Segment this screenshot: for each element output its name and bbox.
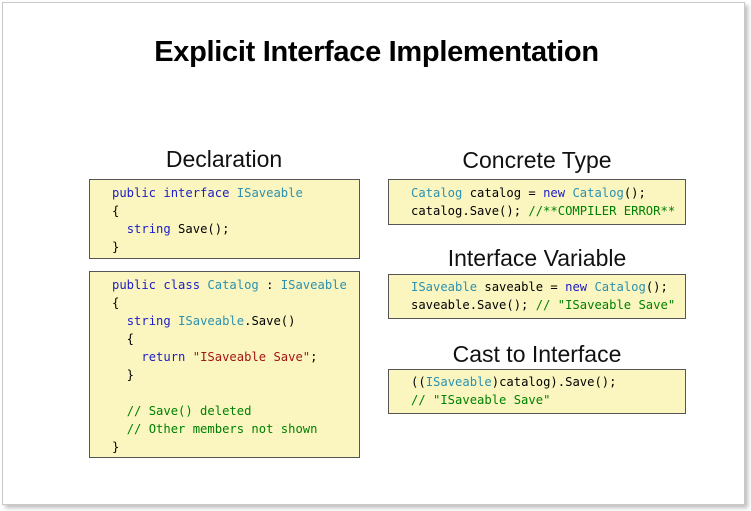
code-text: } [112, 440, 120, 454]
code-text [112, 386, 119, 400]
code-text [229, 186, 236, 200]
code-line: { [112, 202, 359, 220]
code-keyword: public [112, 278, 157, 292]
code-line: Catalog catalog = new Catalog(); [411, 184, 685, 202]
code-type: ISaveable [178, 314, 245, 328]
slide-title: Explicit Interface Implementation [154, 36, 599, 68]
code-string: "ISaveable Save" [192, 350, 311, 364]
code-text [112, 404, 127, 418]
code-line: saveable.Save(); // "ISaveable Save" [411, 296, 685, 314]
code-comment: // "ISaveable Save" [411, 393, 551, 407]
heading-interface-variable: Interface Variable [447, 245, 627, 271]
code-text: saveable.Save(); [411, 298, 536, 312]
code-keyword: new [543, 186, 566, 200]
code-line: return "ISaveable Save"; [112, 348, 359, 366]
code-comment: //**COMPILER ERROR** [528, 204, 676, 218]
code-type: ISaveable [236, 186, 303, 200]
code-keyword: new [565, 280, 588, 294]
heading-concrete-type: Concrete Type [462, 147, 612, 173]
code-line: } [112, 238, 359, 256]
code-comment: // Other members not shown [126, 422, 318, 436]
code-keyword: string [126, 314, 171, 328]
code-type: Catalog [572, 186, 624, 200]
code-line: } [112, 438, 359, 456]
code-text: catalog.Save(); [411, 204, 529, 218]
code-text: saveable = [477, 280, 566, 294]
code-text: Save(); [170, 222, 230, 236]
code-comment: // "ISaveable Save" [535, 298, 676, 312]
code-line: public class Catalog : ISaveable [112, 276, 359, 294]
code-line: // "ISaveable Save" [411, 391, 685, 409]
code-text [112, 350, 141, 364]
code-text: : [258, 278, 281, 292]
code-text: (); [645, 280, 668, 294]
code-text: (); [623, 186, 646, 200]
code-line: ((ISaveable)catalog).Save(); [411, 373, 685, 391]
code-line: catalog.Save(); //**COMPILER ERROR** [411, 202, 685, 220]
code-text: (( [411, 375, 426, 389]
code-line: string ISaveable.Save() [112, 312, 359, 330]
code-text: } [112, 240, 120, 254]
code-line: // Save() deleted [112, 402, 359, 420]
code-keyword: string [126, 222, 171, 236]
code-type: Catalog [411, 186, 463, 200]
code-text: )catalog).Save(); [491, 375, 617, 389]
code-line: public interface ISaveable [112, 184, 359, 202]
code-text: .Save() [244, 314, 296, 328]
code-line: { [112, 294, 359, 312]
code-line: ISaveable saveable = new Catalog(); [411, 278, 685, 296]
code-text: catalog = [462, 186, 544, 200]
code-line: string Save(); [112, 220, 359, 238]
code-line: { [112, 330, 359, 348]
code-text [185, 350, 192, 364]
code-text [112, 222, 127, 236]
code-text: { [112, 204, 120, 218]
code-box-concrete-type: Catalog catalog = new Catalog();catalog.… [388, 179, 686, 225]
code-text: { [112, 296, 120, 310]
code-text [112, 314, 127, 328]
code-keyword: class [163, 278, 201, 292]
heading-cast-to-interface: Cast to Interface [452, 341, 622, 367]
code-type: ISaveable [411, 280, 478, 294]
code-type: Catalog [594, 280, 646, 294]
code-box-class-declaration: public class Catalog : ISaveable { string… [89, 271, 360, 458]
code-text [112, 422, 127, 436]
code-text: { [112, 332, 135, 346]
code-keyword: return [141, 350, 186, 364]
code-type: Catalog [207, 278, 259, 292]
code-box-interface-variable: ISaveable saveable = new Catalog();savea… [388, 274, 686, 319]
slide-frame: Explicit Interface Implementation Declar… [2, 2, 745, 505]
code-type: ISaveable [280, 278, 347, 292]
code-comment: // Save() deleted [126, 404, 252, 418]
code-text: ; [310, 350, 318, 364]
code-line: // Other members not shown [112, 420, 359, 438]
code-type: ISaveable [425, 375, 492, 389]
code-keyword: public [112, 186, 157, 200]
code-box-interface-declaration: public interface ISaveable { string Save(… [89, 179, 360, 259]
code-text [171, 314, 178, 328]
heading-declaration: Declaration [165, 146, 283, 172]
code-box-cast-to-interface: ((ISaveable)catalog).Save(); // "ISaveabl… [388, 369, 686, 414]
code-line: } [112, 366, 359, 384]
code-line [112, 384, 359, 402]
code-text: } [112, 368, 135, 382]
code-keyword: interface [163, 186, 230, 200]
